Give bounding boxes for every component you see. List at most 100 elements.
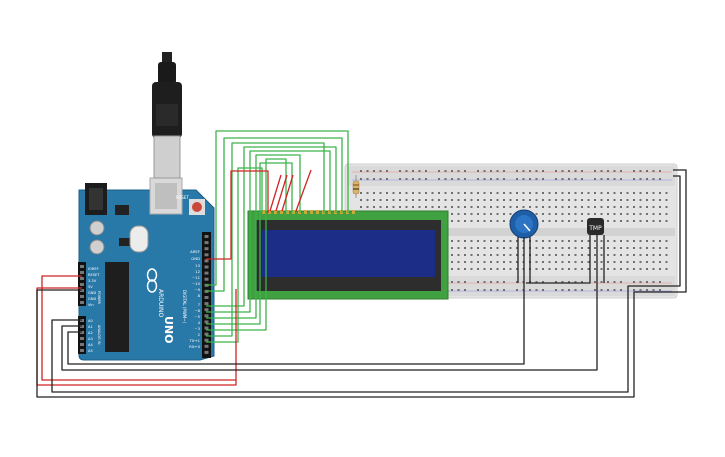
breadboard-hole	[529, 199, 531, 201]
pin-label-8: 8	[198, 293, 201, 298]
reset-label: RESET	[176, 195, 189, 200]
breadboard-hole	[477, 206, 479, 208]
pin-label-7: 7	[198, 302, 201, 307]
breadboard-hole	[646, 199, 648, 201]
header-pin	[204, 265, 209, 269]
rail-hole	[542, 281, 544, 283]
breadboard-hole	[483, 240, 486, 242]
breadboard-hole	[561, 199, 564, 201]
breadboard-hole	[568, 254, 570, 256]
breadboard-hole	[607, 261, 609, 263]
rail-hole	[542, 289, 544, 291]
breadboard-hole	[574, 268, 577, 270]
breadboard-hole	[639, 213, 642, 215]
breadboard-hole	[633, 192, 635, 194]
breadboard-hole	[626, 213, 629, 215]
usb-plug-icon[interactable]	[152, 52, 182, 179]
potentiometer-icon[interactable]	[509, 209, 539, 239]
analog-label: ANALOG IN	[97, 325, 101, 345]
header-pin	[204, 332, 209, 336]
breadboard-hole	[457, 268, 460, 270]
lcd-pin	[268, 210, 271, 214]
rail-hole	[646, 170, 648, 172]
header-pin	[204, 302, 209, 306]
breadboard-hole	[600, 192, 603, 194]
breadboard-hole	[509, 254, 512, 256]
header-pin	[204, 296, 209, 299]
breadboard-hole	[535, 213, 538, 215]
breadboard-hole	[483, 268, 486, 270]
breadboard-hole	[516, 268, 518, 270]
breadboard-hole	[470, 220, 473, 222]
resistor-icon[interactable]	[352, 175, 360, 198]
rail-hole	[574, 281, 577, 283]
breadboard-hole	[509, 213, 512, 215]
temperature-sensor-icon[interactable]: TMP	[587, 218, 604, 235]
rail-hole	[425, 170, 427, 172]
breadboard-hole	[561, 206, 564, 208]
breadboard-hole	[581, 247, 583, 249]
breadboard-hole	[431, 206, 434, 208]
breadboard-hole	[652, 206, 655, 208]
breadboard-hole	[659, 240, 661, 242]
arduino-uno-board[interactable]: ARDUINO UNO RESET DIGITAL (PWM~) POWER A…	[78, 177, 215, 361]
breadboard-hole	[633, 261, 635, 263]
breadboard-hole	[516, 206, 518, 208]
rail-hole	[561, 289, 564, 291]
header-pin	[204, 271, 209, 275]
rail-hole	[613, 281, 616, 283]
breadboard-hole	[457, 220, 460, 222]
rail-hole	[503, 170, 505, 172]
breadboard-hole	[665, 199, 668, 201]
header-pin	[204, 326, 209, 330]
breadboard-hole	[646, 206, 648, 208]
breadboard-hole	[366, 199, 369, 201]
breadboard-hole	[412, 206, 414, 208]
breadboard-hole	[568, 213, 570, 215]
rail-hole	[496, 289, 499, 291]
rail-hole	[503, 281, 505, 283]
breadboard-hole	[620, 206, 622, 208]
breadboard-hole	[626, 247, 629, 249]
breadboard-hole	[490, 192, 492, 194]
pin-label-10: ~10	[192, 281, 201, 286]
breadboard-hole	[457, 206, 460, 208]
breadboard-hole	[496, 247, 499, 249]
breadboard-hole	[535, 268, 538, 270]
breadboard-hole	[503, 247, 505, 249]
breadboard-hole	[496, 254, 499, 256]
rail-hole	[373, 178, 375, 180]
breadboard-hole	[646, 261, 648, 263]
breadboard-hole	[613, 206, 616, 208]
rail-hole	[535, 281, 538, 283]
header-pin	[80, 277, 84, 280]
lcd-display[interactable]	[247, 210, 449, 300]
header-pin	[204, 241, 209, 245]
breadboard-hole	[464, 220, 466, 222]
breadboard-hole	[490, 240, 492, 242]
rail-hole	[529, 289, 531, 291]
breadboard-hole	[509, 247, 512, 249]
rail-hole	[600, 170, 603, 172]
rail-hole	[607, 289, 609, 291]
pin-label-a4: A4	[88, 343, 93, 347]
breadboard-hole	[399, 192, 401, 194]
header-pin	[204, 253, 209, 257]
pin-label-a2: A2	[88, 331, 93, 335]
rail-hole	[639, 281, 642, 283]
black-wires[interactable]	[36, 169, 687, 398]
rail-hole	[366, 170, 369, 172]
rail-hole	[464, 170, 466, 172]
pin-label-reset: RESET	[88, 273, 100, 277]
rail-hole	[633, 170, 635, 172]
rail-hole	[477, 178, 479, 180]
reset-button-icon[interactable]	[189, 199, 205, 215]
breadboard-hole	[496, 220, 499, 222]
rail-hole	[568, 178, 570, 180]
breadboard-hole	[626, 268, 629, 270]
breadboard-hole	[652, 254, 655, 256]
breadboard-hole	[659, 220, 661, 222]
breadboard-hole	[542, 220, 544, 222]
breadboard-hole	[477, 254, 479, 256]
